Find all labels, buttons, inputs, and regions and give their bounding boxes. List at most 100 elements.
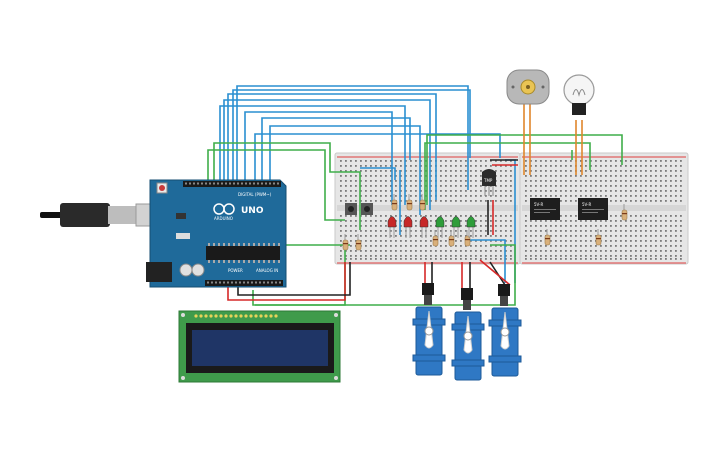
- servo-3[interactable]: [488, 284, 522, 377]
- breadboard-left-hole: [505, 175, 507, 177]
- breadboard-left-hole: [445, 250, 447, 252]
- chip-leg: [258, 260, 260, 263]
- green-led[interactable]: [466, 216, 476, 228]
- breadboard-left-hole: [410, 215, 412, 217]
- wires-blue: [219, 85, 516, 283]
- breadboard-left-hole: [460, 165, 462, 167]
- lcd-header-pins: [194, 314, 278, 318]
- breadboard-left-hole: [395, 245, 397, 247]
- breadboard-left-hole: [450, 175, 452, 177]
- breadboard-right-hole: [620, 230, 622, 232]
- breadboard-left-hole: [510, 225, 512, 227]
- green-led[interactable]: [451, 216, 461, 228]
- breadboard-right-hole: [570, 255, 572, 257]
- temperature-sensor[interactable]: TMP: [482, 169, 496, 196]
- push-buttons[interactable]: [345, 203, 373, 215]
- breadboard-right-hole: [620, 245, 622, 247]
- breadboard-left-hole: [440, 185, 442, 187]
- relay-marking: [582, 209, 604, 210]
- light-bulb[interactable]: [563, 74, 595, 115]
- breadboard-right-hole: [680, 235, 682, 237]
- breadboard-right-hole: [660, 225, 662, 227]
- breadboard-right-hole: [650, 190, 652, 192]
- breadboard-right-hole: [650, 255, 652, 257]
- breadboard-left-hole: [470, 230, 472, 232]
- breadboard-right-hole: [545, 225, 547, 227]
- lcd-module[interactable]: [178, 310, 341, 383]
- red-led[interactable]: [419, 216, 429, 228]
- breadboard-left-hole: [480, 250, 482, 252]
- breadboard-left-hole: [430, 258, 432, 260]
- breadboard-left-hole: [435, 200, 437, 202]
- breadboard-right-hole: [555, 185, 557, 187]
- breadboard-left-hole: [435, 258, 437, 260]
- breadboard-left-hole: [485, 225, 487, 227]
- breadboard-left-hole: [380, 230, 382, 232]
- breadboard-left-hole: [370, 170, 372, 172]
- breadboard-right-hole: [525, 235, 527, 237]
- relay-1[interactable]: 5V-R: [530, 198, 560, 220]
- breadboard-right-hole: [570, 240, 572, 242]
- atmega-chip-legs: [208, 243, 280, 263]
- breadboard-right-hole: [670, 195, 672, 197]
- breadboard-left-hole: [385, 240, 387, 242]
- digital-header-pins: [185, 182, 279, 185]
- breadboard-left-hole: [365, 235, 367, 237]
- breadboard-right-hole: [570, 235, 572, 237]
- breadboard-right-hole: [530, 235, 532, 237]
- breadboard-left-hole: [490, 245, 492, 247]
- breadboard-right-hole: [620, 225, 622, 227]
- breadboard-left-hole: [365, 230, 367, 232]
- breadboard-right-hole: [670, 165, 672, 167]
- breadboard-right-hole: [580, 250, 582, 252]
- breadboard-right-hole: [540, 240, 542, 242]
- breadboard-left-hole: [470, 250, 472, 252]
- breadboard-left-hole: [460, 200, 462, 202]
- breadboard-right-hole: [540, 175, 542, 177]
- breadboard-right-hole: [665, 195, 667, 197]
- resistor: [342, 239, 349, 251]
- breadboard-left-hole: [410, 245, 412, 247]
- breadboard-right-hole: [580, 255, 582, 257]
- breadboard-left-hole: [415, 190, 417, 192]
- breadboard-left-hole: [360, 160, 362, 162]
- breadboard-right-hole: [530, 220, 532, 222]
- breadboard-left-hole: [460, 230, 462, 232]
- servo-1[interactable]: [412, 283, 446, 376]
- breadboard-left-hole: [480, 190, 482, 192]
- red-led[interactable]: [387, 216, 397, 228]
- breadboard-right-hole: [555, 180, 557, 182]
- breadboard-right-hole: [600, 245, 602, 247]
- breadboard-left-hole: [370, 235, 372, 237]
- breadboard-left-hole: [375, 258, 377, 260]
- breadboard-right-hole: [555, 175, 557, 177]
- breadboard-left-hole: [425, 170, 427, 172]
- breadboard-left-hole: [380, 200, 382, 202]
- green-led[interactable]: [435, 216, 445, 228]
- red-led[interactable]: [403, 216, 413, 228]
- breadboard-left-hole: [380, 185, 382, 187]
- breadboard-left-hole: [450, 185, 452, 187]
- breadboard-right-hole: [560, 175, 562, 177]
- relay-2[interactable]: 5V-R: [578, 198, 608, 220]
- breadboard-right-hole: [560, 170, 562, 172]
- digital-pin: [229, 182, 231, 185]
- arduino-uno[interactable]: DIGITAL (PWM~) UNO ARDUINO POWER ANALOG …: [40, 179, 287, 288]
- breadboard-right-hole: [590, 255, 592, 257]
- breadboard-right-hole: [665, 200, 667, 202]
- breadboard-left-hole: [410, 185, 412, 187]
- breadboard-left-hole: [495, 195, 497, 197]
- breadboard-right-hole: [665, 220, 667, 222]
- breadboard-right-hole: [680, 190, 682, 192]
- breadboard-left-hole: [480, 245, 482, 247]
- led-row: [387, 216, 476, 238]
- breadboard-right-hole: [595, 165, 597, 167]
- resistor-band: [449, 239, 454, 241]
- arduino-small-chip: [176, 213, 186, 219]
- servo-2[interactable]: [451, 288, 485, 381]
- breadboard-left-hole: [460, 175, 462, 177]
- breadboard-right-hole: [580, 185, 582, 187]
- breadboard-left-hole: [400, 235, 402, 237]
- dc-motor[interactable]: [506, 69, 550, 105]
- breadboard-left-hole: [405, 250, 407, 252]
